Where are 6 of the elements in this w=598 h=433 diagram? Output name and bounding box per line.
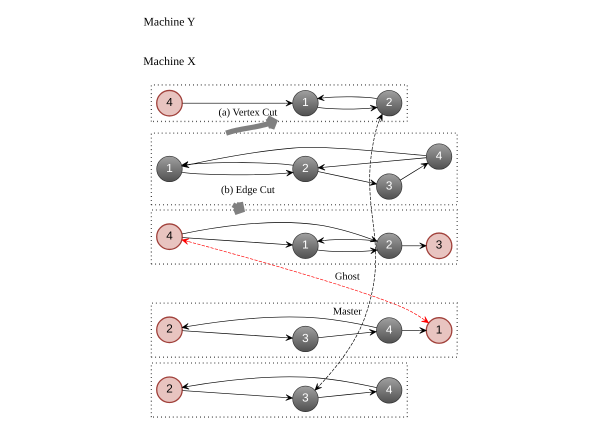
edge-label: Master xyxy=(332,306,362,318)
edge-label: (b) Edge Cut xyxy=(221,184,275,196)
label: Machine X xyxy=(143,55,196,68)
label: Machine Y xyxy=(143,15,196,28)
edge-label: (a) Vertex Cut xyxy=(218,107,278,118)
edge-label: Ghost xyxy=(334,272,360,283)
